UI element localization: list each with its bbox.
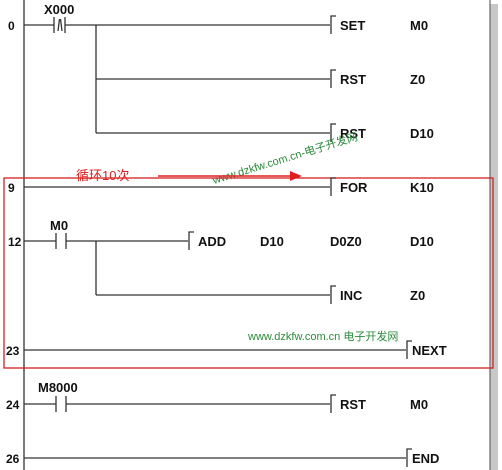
instruction-op: FOR [340, 180, 368, 195]
instruction-set-m0: SET M0 [330, 15, 428, 34]
instruction-operand: D10 [410, 126, 434, 141]
for-next-highlight-box [3, 177, 494, 369]
normally-open-contact-icon [55, 396, 67, 412]
instruction-inc-z0: INC Z0 [330, 285, 425, 304]
instruction-rst-z0: RST Z0 [330, 69, 425, 88]
instruction-operand: M0 [410, 18, 428, 33]
step-number: 23 [6, 344, 20, 358]
instruction-operand: M0 [410, 397, 428, 412]
instruction-operand: D10 [410, 234, 434, 249]
instruction-op: SET [340, 18, 365, 33]
rung-9: 9 FOR K10 [8, 177, 434, 196]
instruction-rst-m0: RST M0 [330, 394, 428, 413]
instruction-operand: K10 [410, 180, 434, 195]
instruction-operand: D10 [260, 234, 284, 249]
rising-edge-contact-icon [53, 17, 66, 33]
frame-shadow [490, 4, 498, 470]
step-number: 12 [8, 235, 22, 249]
rung-24: 24 M8000 RST M0 [6, 380, 428, 413]
rung-12: 12 M0 ADD D10 D0Z0 D10 INC Z0 [8, 218, 434, 304]
step-number: 26 [6, 452, 20, 466]
instruction-op: RST [340, 72, 366, 87]
instruction-op: RST [340, 126, 366, 141]
instruction-end: END [406, 448, 439, 467]
loop-annotation: 循环10次 [76, 168, 129, 183]
instruction-for-k10: FOR K10 [330, 177, 434, 196]
horizontal-watermark: www.dzkfw.com.cn 电子开发网 [247, 329, 398, 343]
normally-open-contact-icon [55, 233, 67, 249]
step-number: 0 [8, 19, 15, 33]
instruction-add: ADD D10 D0Z0 D10 [188, 231, 434, 250]
instruction-operand: D0Z0 [330, 234, 362, 249]
rung-23: 23 NEXT [6, 340, 447, 359]
contact-label: X000 [44, 2, 74, 17]
rung-0: 0 X000 SET M0 RST Z0 RST D10 [8, 2, 434, 142]
instruction-op: NEXT [412, 343, 447, 358]
instruction-operand: Z0 [410, 288, 425, 303]
annotation-arrow-icon [158, 171, 302, 181]
step-number: 9 [8, 181, 15, 195]
step-number: 24 [6, 398, 20, 412]
instruction-op: RST [340, 397, 366, 412]
instruction-rst-d10: RST D10 [330, 123, 434, 142]
rung-26: 26 END [6, 448, 439, 467]
contact-label: M8000 [38, 380, 78, 395]
instruction-op: INC [340, 288, 363, 303]
instruction-next: NEXT [406, 340, 447, 359]
instruction-op: END [412, 451, 439, 466]
instruction-operand: Z0 [410, 72, 425, 87]
instruction-op: ADD [198, 234, 226, 249]
contact-label: M0 [50, 218, 68, 233]
